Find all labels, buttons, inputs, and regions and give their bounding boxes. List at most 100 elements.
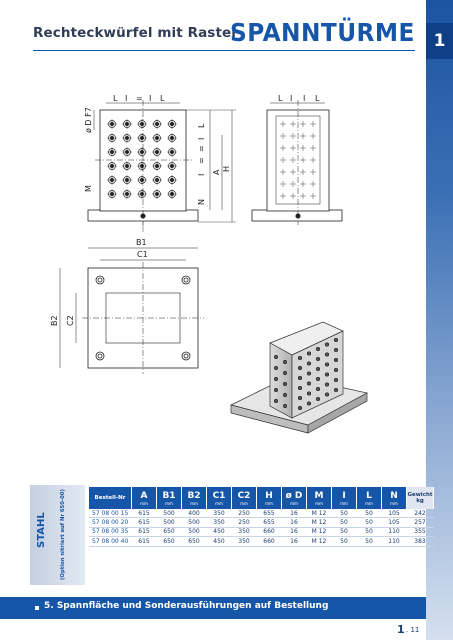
page-number: 1 [397, 623, 405, 636]
table-cell: 50 [331, 509, 357, 519]
table-cell: 500 [156, 517, 182, 528]
table-cell: 257 [406, 517, 434, 528]
table-cell: 660 [256, 527, 282, 538]
table-cell: 105 [381, 517, 407, 528]
table-cell: 650 [156, 527, 182, 538]
table-cell: 383 [406, 536, 434, 547]
table-cell: 650 [181, 536, 207, 547]
table-cell: 57 08 00 35 [89, 527, 132, 538]
table-cell: 16 [281, 517, 307, 528]
section-number-tab: 1 [426, 23, 453, 59]
table-cell: 615 [131, 527, 157, 538]
table-cell: 355 [406, 527, 434, 538]
dim-b1: B1 [136, 238, 147, 247]
table-cell: 16 [281, 527, 307, 538]
table-cell: 105 [381, 509, 407, 519]
table-cell: 110 [381, 536, 407, 547]
table-cell: 500 [181, 527, 207, 538]
front-view-holes [107, 119, 177, 219]
table-cell: 242 [406, 509, 434, 519]
material-label: STAHL [36, 512, 47, 548]
material-panel [30, 485, 85, 585]
table-cell: M 12 [306, 527, 332, 538]
page-subnumber: . 11 [406, 626, 420, 634]
header-divider [33, 50, 415, 51]
table-cell: 650 [156, 536, 182, 547]
table-cell: 50 [331, 527, 357, 538]
table-cell: 50 [356, 509, 382, 519]
table-cell: 250 [231, 509, 257, 519]
table-cell: 350 [206, 509, 232, 519]
table-cell: 57 08 00 15 [89, 509, 132, 519]
dim-eq-vert: = [197, 145, 206, 152]
isometric-view-drawing [229, 321, 368, 434]
material-note: (Option nitriert auf Nr 650-00) [60, 489, 66, 580]
dim-eq2-vert: = [197, 157, 206, 164]
table-cell: 50 [331, 517, 357, 528]
table-cell: 50 [356, 517, 382, 528]
dim-h: H [222, 166, 231, 172]
table-cell: 16 [281, 536, 307, 547]
dim-l2-front: L [160, 94, 165, 103]
dim-i-side: I [290, 94, 292, 103]
table-cell: 57 08 00 20 [89, 517, 132, 528]
table-cell: 110 [381, 527, 407, 538]
dim-m: M [84, 185, 93, 192]
front-view-drawing [87, 100, 236, 232]
table-cell: 450 [206, 527, 232, 538]
dim-i-front: I [125, 94, 127, 103]
dim-l-vert: L [197, 123, 206, 128]
dim-od: ø D F7 [84, 107, 93, 133]
table-cell: M 12 [306, 509, 332, 519]
dim-n: N [197, 199, 206, 205]
dim-i2-vert: I [197, 174, 206, 176]
table-cell: 500 [156, 509, 182, 519]
table-cell: 50 [331, 536, 357, 547]
top-view-drawing [59, 247, 204, 374]
table-cell: 16 [281, 509, 307, 519]
table-cell: 655 [256, 517, 282, 528]
side-view-holes [280, 121, 316, 219]
table-cell: 615 [131, 517, 157, 528]
dim-l-side: L [278, 94, 283, 103]
table-cell: 50 [356, 527, 382, 538]
dim-c1: C1 [137, 250, 148, 259]
side-view-drawing [251, 100, 343, 225]
table-cell: 450 [206, 536, 232, 547]
dim-c2: C2 [66, 315, 75, 326]
dim-b2: B2 [50, 315, 59, 326]
footer-note: 5. Spannfläche und Sonderausführungen au… [44, 601, 329, 611]
table-cell: 655 [256, 509, 282, 519]
isometric-view-holes [274, 337, 339, 411]
table-header-cell: Bestell-Nr [89, 487, 132, 509]
table-cell: 57 08 00 40 [89, 536, 132, 547]
table-cell: 500 [181, 517, 207, 528]
technical-drawings: L I = I L L I I L ø D F7 M L I = = I N A… [50, 94, 368, 434]
dimension-labels: L I = I L L I I L ø D F7 M L I = = I N A… [50, 94, 320, 326]
dim-i2-side: I [303, 94, 305, 103]
page-subtitle: Rechteckwürfel mit Raster [33, 25, 239, 41]
dim-l-front: L [113, 94, 118, 103]
table-cell: 615 [131, 509, 157, 519]
dim-l2-side: L [315, 94, 320, 103]
dim-a: A [212, 169, 221, 175]
table-cell: 615 [131, 536, 157, 547]
table-cell: 400 [181, 509, 207, 519]
table-cell: 350 [231, 536, 257, 547]
table-cell: 250 [231, 517, 257, 528]
